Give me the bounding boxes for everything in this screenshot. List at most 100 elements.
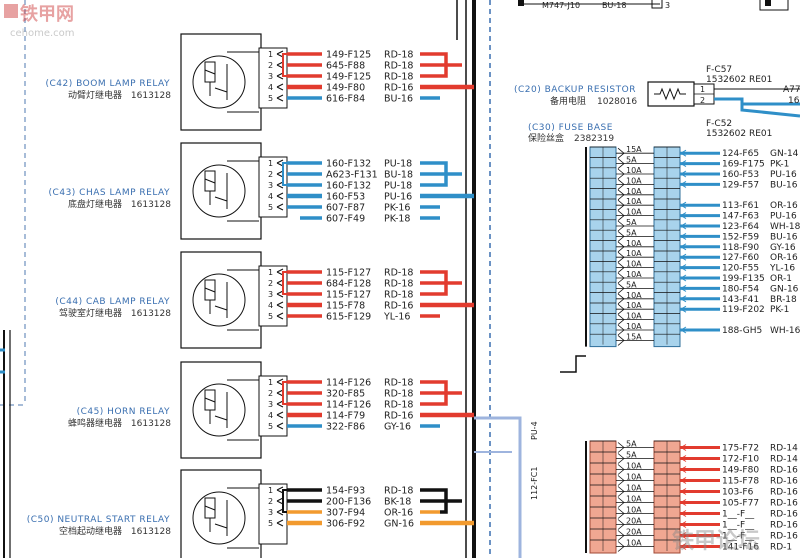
relay-pin-number: 5 <box>268 422 273 431</box>
fuse-wire-code: RD-16 <box>770 521 798 531</box>
fuse-rating: 5A <box>626 156 637 165</box>
wire-label-bg <box>322 60 420 70</box>
relay-part: 1613128 <box>131 419 171 429</box>
fuse-arrow <box>680 284 687 292</box>
pin-arrow <box>276 422 284 430</box>
fuse-wire-name: 149-F80 <box>722 466 759 476</box>
fuse-wire-name: 103-F6 <box>722 488 754 498</box>
fuse-rating: 5A <box>626 451 637 460</box>
relay-label: (C45) HORN RELAY <box>77 407 170 417</box>
fuse-wire-code: OR-16 <box>770 253 798 263</box>
relay-label: (C50) NEUTRAL START RELAY <box>27 515 170 525</box>
backup-conn-bottom: F-C52 <box>706 119 732 129</box>
relay-pin-number: 3 <box>268 508 273 517</box>
fuse-wire-name: 143-F41 <box>722 295 759 305</box>
fuse-bend <box>617 442 625 453</box>
relay-coil-mark <box>204 397 216 403</box>
backup-part-bottom: 1532602 RE01 <box>706 129 772 139</box>
fuse-arrow <box>680 477 687 484</box>
wire-code: BK-18 <box>384 497 411 508</box>
fuse-bend <box>617 293 625 305</box>
fuse-rating: 10A <box>626 484 642 493</box>
fuse-wire-code: BU-16 <box>770 180 798 190</box>
pin-jumper <box>282 271 287 295</box>
fuse-wire-name: 160-F53 <box>722 170 759 180</box>
fuse-arrow <box>680 543 687 550</box>
relay-box <box>180 251 262 349</box>
relay-part: 1613128 <box>131 309 171 319</box>
relay-cn: 蜂鸣器继电器 <box>68 417 122 429</box>
fuse-wire-code: RD-16 <box>770 488 798 498</box>
fuse-rating: 10A <box>626 506 642 515</box>
relay-pin-number: 3 <box>268 400 273 409</box>
wire-code: RD-16 <box>384 301 413 312</box>
fuse-rating: 10A <box>626 270 642 279</box>
fuse-wire-code: YL-16 <box>769 264 795 274</box>
fuse-wire-name: 169-F175 <box>722 160 765 170</box>
wire-name: 149-F125 <box>326 50 371 61</box>
top-wire-name: M747-J10 <box>542 1 580 10</box>
fuse-rating: 5A <box>626 280 637 289</box>
fuse-bend <box>617 241 625 253</box>
wire-label-bg <box>322 49 420 59</box>
fuse-bend <box>617 335 625 346</box>
relay-pin-number: 4 <box>268 192 273 201</box>
wire-code: BU-16 <box>384 94 413 105</box>
fuse-bend <box>617 519 625 530</box>
fuse-bend <box>617 486 625 497</box>
fuse-wire-name: 124-F65 <box>722 149 759 159</box>
fuse-wire-code: RD-16 <box>770 532 798 542</box>
fuse-arrow <box>680 455 687 462</box>
fuse-rating: 10A <box>626 260 642 269</box>
relay-pin-number: 5 <box>268 312 273 321</box>
fuse-wire-name: 105-F77 <box>722 499 759 509</box>
wire-name: 115-F78 <box>326 301 365 312</box>
fuse-arrow <box>680 212 687 220</box>
pin-jumper <box>282 489 287 513</box>
wire-name: 200-F136 <box>326 497 371 508</box>
fuse-wire-code: OR-1 <box>770 274 792 284</box>
wire-label-bg <box>322 289 420 299</box>
wire-name: 149-F80 <box>326 83 365 94</box>
fuse-wire-name: 188-GH5 <box>722 326 762 336</box>
backbone <box>0 0 522 558</box>
fuse-arrow <box>680 274 687 282</box>
fuse-bend <box>617 497 625 508</box>
wire-code: GY-16 <box>384 422 411 433</box>
vertical-wire-code: PU-4 <box>530 421 539 440</box>
wire-code: GN-16 <box>384 519 414 530</box>
fuse-bend <box>617 168 625 180</box>
wire-code: RD-18 <box>384 268 413 279</box>
wire-label-bg <box>322 213 420 223</box>
pin-arrow <box>276 519 284 527</box>
fuse-bend <box>617 464 625 475</box>
fuse-wire-code: PK-1 <box>770 305 789 315</box>
fuse-wire-name: 180-F54 <box>722 284 759 294</box>
wire-code: RD-18 <box>384 389 413 400</box>
fuse-rating: 10A <box>626 495 642 504</box>
fuse-rating: 15A <box>626 145 642 154</box>
fuse-arrow <box>680 532 687 539</box>
fuse-wire-code: GY-16 <box>770 243 796 253</box>
fuse-arrow <box>680 305 687 313</box>
fuse-bend <box>617 147 625 159</box>
wire-label-bg <box>322 311 420 321</box>
relay-box <box>180 142 262 240</box>
relay-part: 1613128 <box>131 527 171 537</box>
fuse-wire-name: 175-F72 <box>722 444 759 454</box>
wire-name: 114-F126 <box>326 378 371 389</box>
fuse-arrow <box>680 488 687 495</box>
relay-switch <box>209 64 228 100</box>
relay-circle <box>192 491 246 545</box>
wire-code: RD-18 <box>384 486 413 497</box>
wire-label-bg <box>322 71 420 81</box>
fuse-rating: 10A <box>626 291 642 300</box>
relay-switch <box>209 500 228 536</box>
relay-box <box>180 33 262 131</box>
